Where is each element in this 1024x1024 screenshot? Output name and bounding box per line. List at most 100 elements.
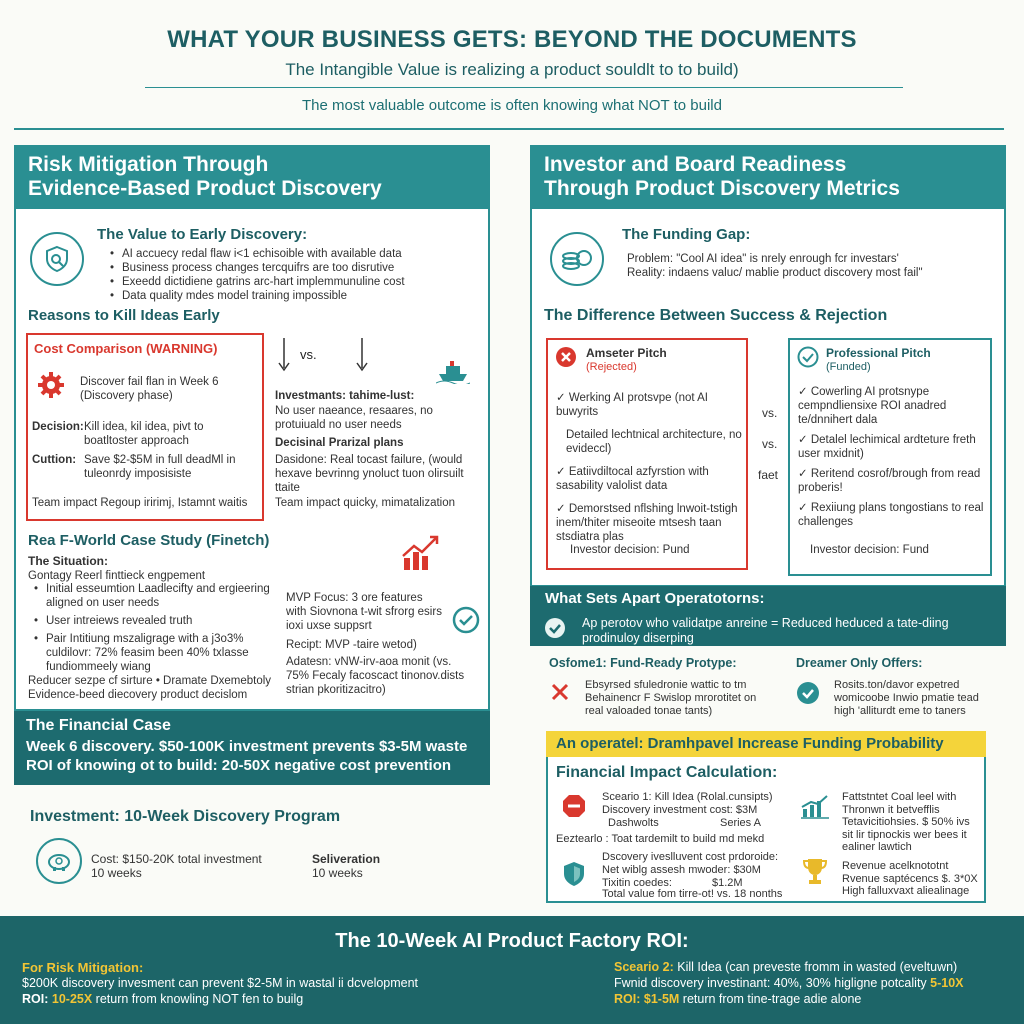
reality-text: Reality: indaens valuc/ mablie product d… (627, 267, 923, 279)
team-impact-2-text: Team impact quicky, mimatalization (275, 497, 456, 509)
stop-icon (562, 794, 586, 823)
apart-band (530, 586, 1006, 646)
left-title-line1: Risk Mitigation Through (28, 153, 269, 176)
financial-case-band: The Financial Case Week 6 discovery. $50… (14, 711, 490, 785)
scenario2-roi: ROI: $1-5M return from tine-trage adie a… (614, 992, 862, 1006)
x-icon (550, 682, 570, 707)
discover-text: Discover fail flan in Week 6 (80, 376, 219, 388)
amateur-items: ✓ Werking AI protsvpe (not AI buwyrits D… (556, 391, 742, 544)
difference-title: The Difference Between Success & Rejecti… (544, 307, 888, 324)
amateur-item: ✓ Werking AI protsvpe (not AI buwyrits (556, 392, 708, 418)
series-a: Series A (720, 817, 761, 829)
piggy-bank-icon (36, 838, 82, 884)
recipt-text: Recipt: MVP -taire wetod) (286, 639, 417, 651)
vs-label-2: vs. (762, 437, 778, 451)
left-panel: Risk Mitigation Through Evidence-Based P… (14, 145, 490, 785)
trophy-icon (802, 856, 828, 891)
decision-label: Decision: (32, 421, 84, 433)
financial-case-line2: ROI of knowing ot to build: 20-50X negat… (26, 757, 452, 774)
scenario1-cost: Discovery investment cost: $3M (602, 804, 758, 816)
amateur-item: ✓ Demorstsed nflshing lnwoit-tstigh inem… (556, 503, 738, 543)
decision-text: Kill idea, kil idea, pivt to boatltoster… (84, 421, 204, 447)
amateur-item: ✓ Eatiivdiltocal azfyrstion with sasabil… (556, 466, 709, 492)
amateur-title: Amseter Pitch (586, 346, 667, 360)
page-subtitle: The Intangible Value is realizing a prod… (285, 60, 739, 79)
adatesn-text: Adatesn: vNW-irv-aoa monit (vs. 75% Feca… (286, 656, 465, 696)
calculation-title: Financial Impact Calculation: (556, 764, 778, 781)
arrow-down-icon (356, 338, 368, 377)
gear-icon (36, 370, 66, 405)
total-value-text: Total value fom tirre-ot! vs. 18 nonths (602, 888, 783, 900)
scenario1-dashwolts: Dashwolts (608, 817, 659, 829)
dasdone-text: Dasidone: Real tocast failure, (would he… (275, 454, 464, 494)
footer-band (0, 916, 1024, 1024)
case-bullet: Initial esseumtion Laadlecifty and ergie… (34, 582, 270, 610)
deliveration-label: Seliveration (312, 852, 381, 866)
situation-sub: Gontagy Reerl finttieck engpement (28, 570, 206, 582)
investment-label: Investmants: tahime-lust: (275, 390, 415, 402)
value-bullet: Business process changes tercquifrs are … (110, 261, 480, 275)
case-bullets: Initial esseumtion Laadlecifty and ergie… (34, 582, 270, 674)
cost-text: Cost: $150-20K total investment (91, 852, 262, 866)
header-divider (145, 87, 903, 88)
disc-cost-text: Dscovery iveslluvent cost prdoroide: (602, 851, 779, 863)
problem-text: Problem: "Cool AI idea" is nrely enrough… (627, 253, 899, 265)
vs-label-3: faet (758, 468, 779, 482)
fund-ready-title: Osfome1: Fund-Ready Protype: (549, 656, 737, 670)
discover-sub: (Discovery phase) (80, 390, 173, 402)
calculation-box (546, 757, 986, 903)
arrow-down-icon (278, 338, 290, 377)
net-text: Net wiblg assesh mwoder: $30M (602, 864, 761, 876)
scenario2-line: Sceario 2: Kill Idea (can preveste fromm… (614, 960, 958, 974)
value-bullet: Data quality mdes model training impossi… (110, 289, 480, 303)
fattstntet-text: Fattstntet Coal leel with Thronwn it bet… (842, 791, 970, 853)
right-title-line1: Investor and Board Readiness (544, 153, 847, 176)
check-circle-icon (796, 681, 820, 710)
funding-gap-title: The Funding Gap: (622, 226, 751, 243)
vs-label-1: vs. (762, 406, 778, 420)
outcome-line: The most valuable outcome is often knowi… (302, 97, 722, 114)
value-bullet: AI accuecy redal flaw i<1 echisoible wit… (110, 247, 480, 261)
shield-icon (562, 860, 586, 893)
amateur-sub: (Rejected) (586, 361, 637, 373)
scenario2-line2: Fwnid discovery investinant: 40%, 30% hi… (614, 976, 964, 990)
situation-title: The Situation: (28, 554, 108, 568)
financial-case-title: The Financial Case (26, 717, 171, 734)
reasons-title: Reasons to Kill Ideas Early (28, 307, 220, 324)
case-bullet: Pair Intitiung mszaligrage with a j3o3% … (34, 632, 270, 674)
chart-growth-icon (400, 532, 440, 577)
cuttion-label: Cuttion: (32, 454, 77, 466)
left-panel-header: Risk Mitigation Through Evidence-Based P… (14, 145, 490, 209)
weeks-text-2: 10 weeks (312, 866, 363, 880)
investment-program-title: Investment: 10-Week Discovery Program (30, 808, 341, 825)
mvp-focus-text: MVP Focus: 3 ore features with Siovnona … (286, 592, 442, 632)
value-title: The Value to Early Discovery: (97, 226, 308, 243)
shield-search-icon (30, 232, 84, 286)
value-bullets: AI accuecy redal flaw i<1 echisoible wit… (110, 247, 480, 303)
scenario1-text: Sceario 1: Kill Idea (Rolal.cunsipts) (602, 791, 773, 803)
check-circle-icon (452, 606, 480, 639)
dreamer-text: Rosits.ton/davor expetred womicoobe Inwi… (834, 679, 979, 717)
risk-roi-line: ROI: 10-25X return from knowling NOT fen… (22, 992, 304, 1006)
weeks-text: 10 weeks (91, 866, 142, 880)
pro-item: ✓ Reritend cosrof/brough from read probe… (798, 468, 981, 494)
risk-title: For Risk Mitigation: (22, 960, 144, 975)
tixitin-value: $1.2M (712, 877, 743, 889)
dreamer-title: Dreamer Only Offers: (796, 656, 923, 670)
apart-text: Ap perotov who validatpe anreine = Reduc… (582, 616, 949, 645)
vs-label: vs. (300, 347, 317, 362)
financial-case-line1: Week 6 discovery. $50-100K investment pr… (26, 738, 468, 755)
tixitin-text: Tixitin coedes: (602, 877, 672, 889)
coins-icon (550, 232, 604, 286)
header-divider-bottom (14, 128, 1004, 130)
pro-sub: (Funded) (826, 361, 871, 373)
amateur-pitch-box (546, 338, 748, 570)
cuttion-text: Save $2-$5M in full deadMl in tuleonrdy … (84, 454, 236, 480)
cost-comparison-box (26, 333, 264, 521)
right-title-line2: Through Product Discovery Metrics (544, 177, 900, 200)
value-bullet: Exeedd dictidiene gatrins arc-hart imple… (110, 275, 480, 289)
team-impact-text: Team impact Regoup iririmj, Istamnt wait… (32, 497, 248, 509)
scenario-b-text: Eeztearlo : Toat tardemilt to build md m… (556, 833, 765, 845)
ship-icon (435, 360, 471, 389)
check-circle-icon (797, 346, 819, 373)
